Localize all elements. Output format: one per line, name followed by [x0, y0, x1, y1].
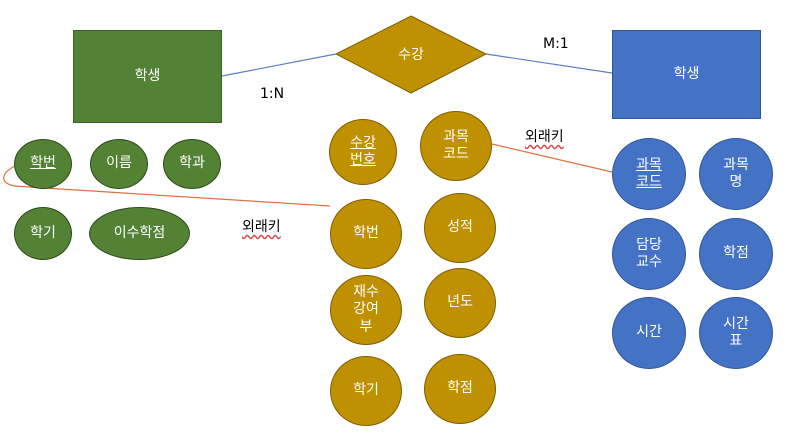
cardinality-right: M:1 [543, 36, 569, 52]
foreign-key-link-course-code [491, 143, 613, 173]
attr-mid-retake: 재수 강여 부 [330, 275, 402, 345]
cardinality-left: 1:N [260, 86, 285, 102]
attr-mid-student-id: 학번 [330, 199, 402, 269]
foreign-key-label-upper: 외래키 [525, 129, 564, 145]
foreign-key-label-lower: 외래키 [242, 219, 281, 235]
attr-mid-credit: 학점 [424, 354, 496, 424]
attr-left-semester: 학기 [14, 207, 72, 260]
entity-student-right: 학생 [612, 30, 761, 119]
attr-right-course-name: 과목 명 [699, 138, 773, 210]
connector-relationship-right-entity [485, 53, 613, 74]
attr-right-professor: 담당 교수 [612, 218, 686, 290]
attr-left-name: 이름 [90, 139, 148, 189]
entity-student-left-label: 학생 [134, 67, 161, 84]
entity-student-right-label: 학생 [673, 65, 700, 82]
attr-right-course-code: 과목 코드 [612, 138, 686, 210]
attr-mid-enrollment-no: 수강 번호 [329, 119, 397, 185]
foreign-key-link-student-id [3, 164, 331, 207]
attr-left-credits-completed: 이수학점 [89, 207, 190, 260]
attr-mid-grade: 성적 [424, 193, 496, 263]
attr-left-student-id: 학번 [14, 139, 72, 189]
attr-mid-course-code: 과목 코드 [420, 111, 492, 181]
attr-left-department: 학과 [163, 139, 221, 189]
attr-mid-year: 년도 [424, 268, 496, 338]
attr-mid-semester: 학기 [330, 356, 402, 426]
attr-right-credit: 학점 [699, 218, 773, 290]
connector-left-entity-relationship [221, 53, 337, 77]
relationship-diamond [334, 15, 488, 94]
attr-right-time: 시간 [612, 297, 686, 369]
attr-right-timetable: 시간 표 [699, 297, 773, 369]
relationship-label: 수강 [398, 47, 424, 63]
entity-student-left: 학생 [73, 30, 222, 123]
